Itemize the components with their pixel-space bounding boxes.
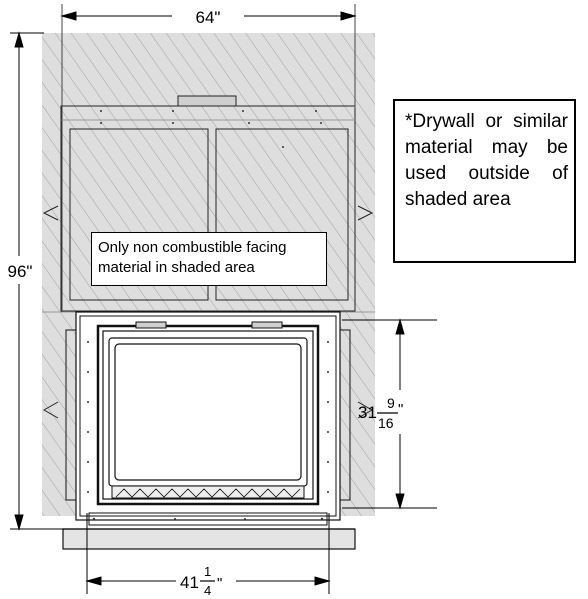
svg-text:41: 41 — [180, 573, 199, 592]
svg-text:31: 31 — [358, 403, 377, 422]
bottom-width-dimension — [85, 513, 331, 594]
svg-text:16: 16 — [378, 415, 394, 431]
svg-text:": " — [398, 401, 403, 418]
total-height-label: 96" — [8, 262, 33, 281]
fireplace-insert — [62, 311, 356, 550]
svg-text:": " — [217, 575, 222, 592]
total-height-dimension — [10, 31, 64, 531]
shaded-area-note: Only non combustible facing material in … — [91, 232, 327, 286]
top-width-label: 64" — [196, 8, 221, 27]
svg-text:4: 4 — [204, 583, 211, 598]
svg-text:1: 1 — [204, 564, 211, 579]
upper-cabinet-dots — [100, 110, 322, 148]
bottom-width-label: 41 1 4 " — [180, 564, 222, 598]
top-width-dimension — [60, 4, 357, 312]
svg-text:9: 9 — [387, 395, 395, 411]
outside-shaded-note: *Drywall or similar material may be used… — [393, 99, 576, 263]
side-vent-marks — [42, 205, 374, 419]
opening-height-dimension — [342, 318, 437, 510]
opening-height-label: 31 9 16 " — [358, 395, 403, 431]
upper-cabinet — [60, 95, 356, 312]
insert-dots — [87, 341, 329, 521]
